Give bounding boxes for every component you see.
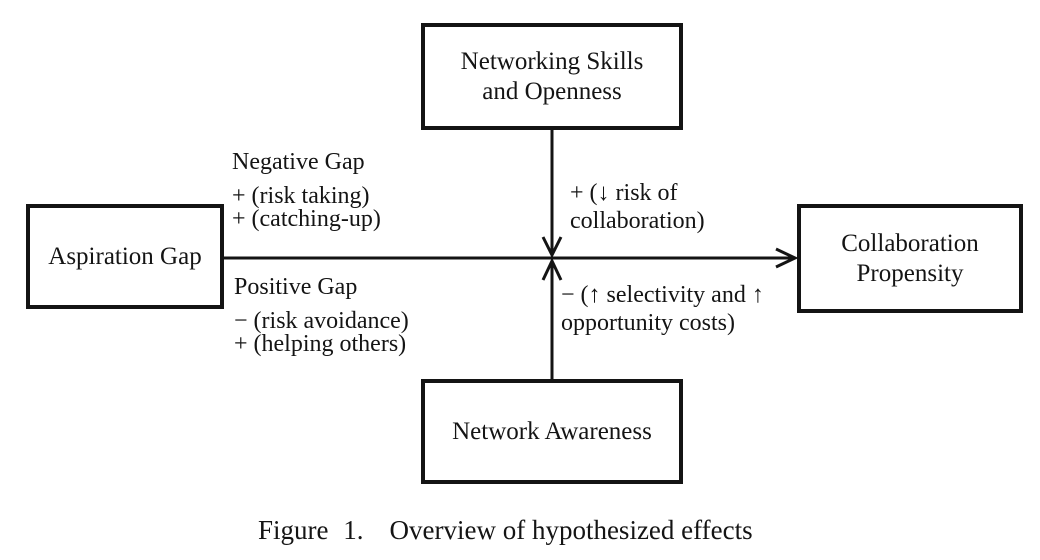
main-effect-arrow — [224, 247, 799, 269]
awareness-moderation-arrow — [541, 257, 563, 379]
box-label: Aspiration Gap — [48, 242, 202, 270]
label-negative-gap-effect: + (risk taking) — [232, 182, 370, 209]
label-negative-gap-effect: + (catching-up) — [232, 206, 381, 232]
label-negative-gap: Negative Gap + (risk taking) + (catching… — [232, 149, 381, 232]
label-skills-moderation-line: collaboration) — [570, 208, 705, 234]
label-positive-gap: Positive Gap − (risk avoidance) + (helpi… — [234, 274, 409, 357]
label-skills-moderation-line: + (↓ risk of — [570, 180, 678, 206]
label-positive-gap-title: Positive Gap — [234, 274, 358, 300]
label-awareness-moderation: − (↑ selectivity and ↑ opportunity costs… — [561, 281, 764, 337]
figure-caption-label: Figure 1. — [258, 515, 364, 545]
box-network-awareness: Network Awareness — [421, 379, 683, 484]
box-label: Collaboration — [841, 229, 979, 257]
skills-moderation-arrow — [541, 130, 563, 259]
arrow-head-right — [775, 247, 799, 269]
figure-caption-text: Overview of hypothesized effects — [389, 515, 753, 545]
box-label: Network Awareness — [452, 417, 652, 445]
label-awareness-moderation-line: opportunity costs) — [561, 310, 735, 336]
figure-caption: Figure 1. Overview of hypothesized effect… — [258, 515, 753, 546]
arrow-head-down — [541, 236, 563, 259]
box-aspiration-gap: Aspiration Gap — [26, 204, 224, 309]
box-label: Propensity — [856, 259, 964, 287]
label-negative-gap-title: Negative Gap — [232, 149, 365, 175]
box-label: Networking Skills — [460, 47, 644, 75]
label-positive-gap-effect: − (risk avoidance) — [234, 307, 409, 334]
label-skills-moderation: + (↓ risk of collaboration) — [570, 179, 705, 235]
box-collaboration-propensity: Collaboration Propensity — [797, 204, 1023, 313]
label-awareness-moderation-line: − (↑ selectivity and ↑ — [561, 282, 764, 308]
box-label: and Openness — [482, 77, 622, 105]
label-positive-gap-effect: + (helping others) — [234, 331, 407, 357]
box-networking-skills: Networking Skills and Openness — [421, 23, 683, 130]
arrow-head-up — [541, 257, 563, 281]
